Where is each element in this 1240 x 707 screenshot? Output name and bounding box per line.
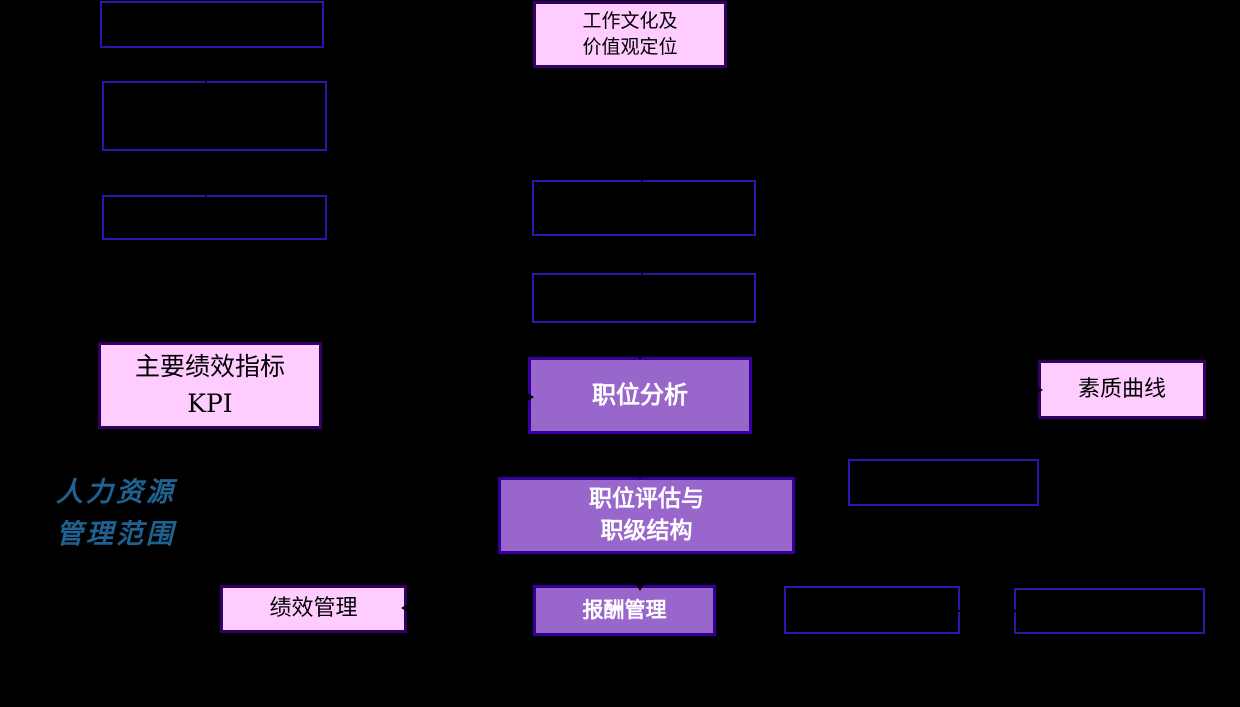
bottom-right-empty-box-1 — [784, 586, 960, 634]
right-empty-box-1 — [848, 459, 1039, 506]
arrow-down-icon — [634, 350, 646, 360]
kpi-box: 主要绩效指标 KPI — [98, 342, 322, 429]
hr-scope-label: 人力资源 管理范围 — [56, 477, 176, 550]
bottom-right-empty-box-2 — [1014, 588, 1205, 634]
connector-job-analysis-to-evaluation — [640, 435, 642, 471]
connector-mid1-to-mid2 — [641, 237, 643, 267]
arrow-right-icon — [1007, 605, 1017, 617]
mid-empty-box-2 — [532, 273, 756, 323]
left-empty-box-1 — [100, 1, 324, 48]
connector-culture-to-mid1 — [641, 69, 643, 173]
connector-compensation-to-performance — [411, 607, 532, 609]
arrow-down-icon — [200, 187, 212, 197]
connector-kpi-to-job-analysis — [324, 396, 524, 398]
arrow-left-icon — [401, 602, 411, 614]
performance-management-box: 绩效管理 — [220, 585, 407, 633]
arrow-right-icon — [524, 391, 534, 403]
connector-job-analysis-to-quality-curve — [754, 389, 1034, 391]
left-empty-box-3 — [102, 195, 327, 240]
connector-left1-to-left2 — [205, 49, 207, 75]
connector-mid2-to-job-analysis — [640, 324, 642, 352]
quality-curve-box: 素质曲线 — [1038, 360, 1206, 419]
arrow-down-icon — [634, 469, 646, 479]
arrow-right-icon — [1033, 384, 1043, 396]
arrow-down-icon — [634, 581, 646, 591]
arrow-down-icon — [636, 172, 648, 182]
connector-left2-to-left3 — [205, 152, 207, 189]
arrow-down-icon — [200, 73, 212, 83]
arrow-down-icon — [636, 265, 648, 275]
job-analysis-box: 职位分析 — [528, 357, 752, 434]
compensation-management-box: 报酬管理 — [533, 585, 716, 636]
mid-empty-box-1 — [532, 180, 756, 236]
connector-bottom-right-boxes — [958, 610, 1008, 612]
work-culture-values-box: 工作文化及 价值观定位 — [533, 1, 727, 68]
left-empty-box-2 — [102, 81, 327, 151]
connector-evaluation-to-compensation — [640, 555, 642, 583]
job-evaluation-grade-box: 职位评估与 职级结构 — [498, 477, 795, 554]
